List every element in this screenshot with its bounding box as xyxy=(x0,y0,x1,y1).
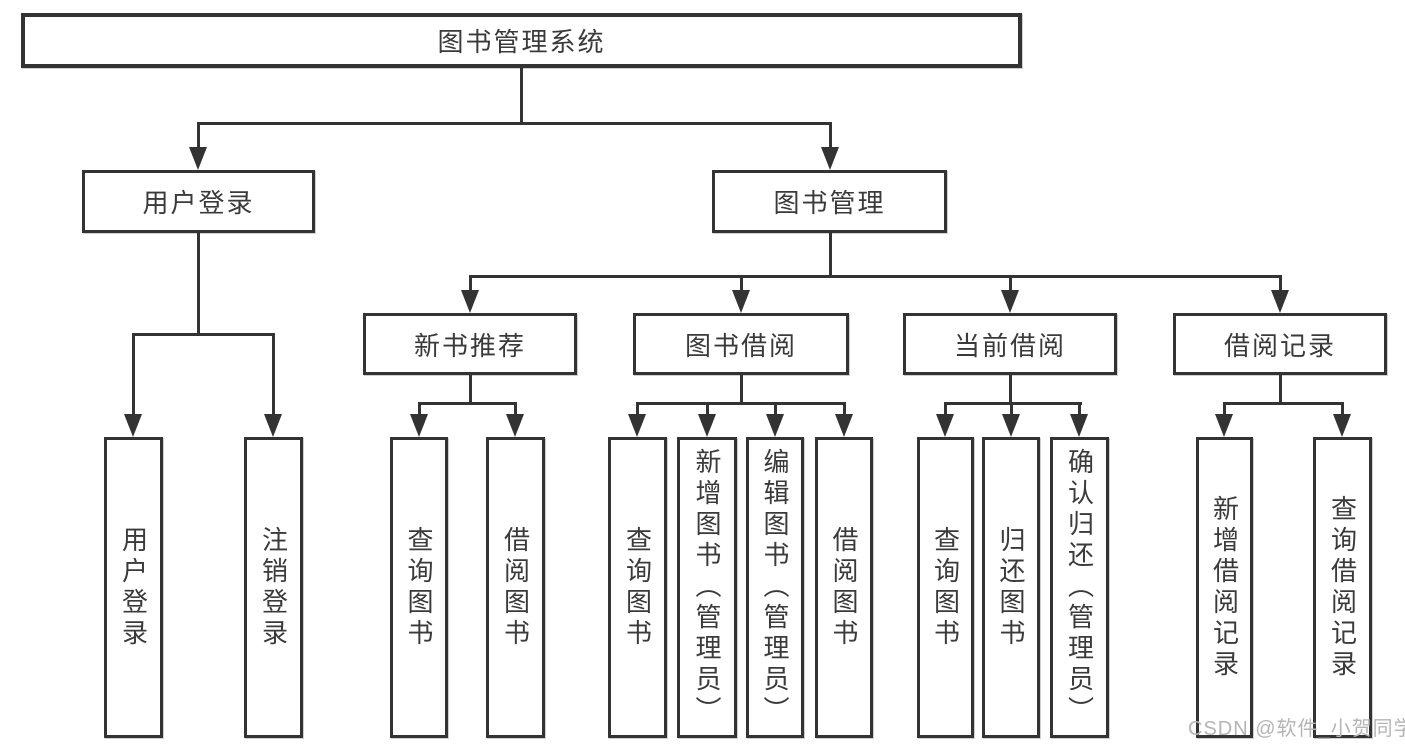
node-query-borrow-record: 查询借阅记录 xyxy=(1313,437,1372,738)
arrowhead-down-icon xyxy=(835,414,853,437)
node-query-book-borrow: 查询图书 xyxy=(608,437,667,738)
arrowhead-down-icon xyxy=(732,290,750,313)
node-user-login: 用户登录 xyxy=(82,170,315,233)
node-label: 查询借阅记录 xyxy=(1327,494,1358,681)
connector-line xyxy=(774,402,777,417)
node-label: 用户登录 xyxy=(142,188,255,218)
node-edit-book-admin: 编辑图书（管理员） xyxy=(746,437,804,738)
node-query-book-current: 查询图书 xyxy=(917,437,974,738)
connector-line xyxy=(520,68,523,125)
connector-line xyxy=(197,233,200,336)
node-label: 新书推荐 xyxy=(413,330,526,361)
arrowhead-down-icon xyxy=(698,414,716,437)
arrowhead-down-icon xyxy=(821,147,839,170)
node-label: 借阅记录 xyxy=(1223,330,1336,361)
connector-line xyxy=(1009,275,1012,293)
node-label: 用户登录 xyxy=(118,525,149,650)
node-borrow-records: 借阅记录 xyxy=(1173,313,1387,375)
node-label: 新增图书（管理员） xyxy=(692,448,722,727)
connector-line xyxy=(1341,402,1344,417)
node-label: 归还图书 xyxy=(996,525,1026,650)
node-label: 图书管理 xyxy=(773,188,886,218)
connector-line xyxy=(1078,402,1081,417)
connector-line xyxy=(469,275,472,293)
connector-line xyxy=(944,402,947,417)
arrowhead-down-icon xyxy=(264,414,282,437)
node-user-login-action: 用户登录 xyxy=(104,437,163,738)
connector-line xyxy=(1223,402,1226,417)
arrowhead-down-icon xyxy=(189,147,207,170)
node-label: 借阅图书 xyxy=(500,525,531,650)
node-new-book-recommend: 新书推荐 xyxy=(363,313,577,375)
arrowhead-down-icon xyxy=(1333,414,1351,437)
node-label: 新增借阅记录 xyxy=(1209,494,1240,681)
node-add-borrow-record: 新增借阅记录 xyxy=(1196,437,1253,738)
connector-line xyxy=(418,402,421,417)
arrowhead-down-icon xyxy=(124,414,142,437)
node-library-management-system: 图书管理系统 xyxy=(21,13,1022,68)
arrowhead-down-icon xyxy=(1001,290,1019,313)
node-label: 图书借阅 xyxy=(684,330,797,361)
connector-line xyxy=(740,375,743,405)
arrowhead-down-icon xyxy=(1271,290,1289,313)
node-borrow-book: 借阅图书 xyxy=(815,437,873,738)
node-label: 当前借阅 xyxy=(953,330,1066,361)
connector-line xyxy=(1279,375,1282,405)
node-query-book-recommend: 查询图书 xyxy=(390,437,448,738)
node-logout-action: 注销登录 xyxy=(244,437,303,738)
arrowhead-down-icon xyxy=(766,414,784,437)
connector-line xyxy=(514,402,517,417)
node-book-borrowing: 图书借阅 xyxy=(633,313,849,375)
node-return-book: 归还图书 xyxy=(982,437,1040,738)
connector-line xyxy=(944,402,1082,405)
arrowhead-down-icon xyxy=(1215,414,1233,437)
connector-line xyxy=(418,402,517,405)
arrowhead-down-icon xyxy=(410,414,428,437)
connector-line xyxy=(132,333,275,336)
connector-line xyxy=(636,402,846,405)
connector-line xyxy=(197,122,831,125)
connector-line xyxy=(132,333,135,417)
connector-line xyxy=(636,402,639,417)
connector-line xyxy=(1009,375,1012,405)
node-label: 查询图书 xyxy=(930,525,961,650)
node-label: 编辑图书（管理员） xyxy=(760,448,790,727)
connector-line xyxy=(706,402,709,417)
connector-line xyxy=(829,233,832,278)
node-label: 查询图书 xyxy=(622,525,653,650)
arrowhead-down-icon xyxy=(506,414,524,437)
node-label: 查询图书 xyxy=(404,525,434,650)
connector-line xyxy=(843,402,846,417)
csdn-watermark: CSDN @软件_小贺同学 xyxy=(1188,718,1405,740)
node-borrow-book-recommend: 借阅图书 xyxy=(486,437,545,738)
arrowhead-down-icon xyxy=(1070,414,1088,437)
node-confirm-return-admin: 确认归还（管理员） xyxy=(1050,437,1109,738)
arrowhead-down-icon xyxy=(936,414,954,437)
connector-line xyxy=(469,275,1282,278)
connector-line xyxy=(197,122,200,150)
arrowhead-down-icon xyxy=(461,290,479,313)
connector-line xyxy=(1279,275,1282,293)
connector-line xyxy=(1010,402,1013,417)
node-label: 确认归还（管理员） xyxy=(1064,448,1095,727)
arrowhead-down-icon xyxy=(628,414,646,437)
node-label: 注销登录 xyxy=(258,525,289,650)
connector-line xyxy=(272,333,275,417)
connector-line xyxy=(469,375,472,405)
connector-line xyxy=(740,275,743,293)
connector-line xyxy=(1223,402,1344,405)
node-current-borrowing: 当前借阅 xyxy=(903,313,1117,375)
node-label: 图书管理系统 xyxy=(437,27,606,57)
connector-line xyxy=(829,122,832,150)
arrowhead-down-icon xyxy=(1002,414,1020,437)
node-label: 借阅图书 xyxy=(829,525,859,650)
node-add-book-admin: 新增图书（管理员） xyxy=(677,437,737,738)
node-book-management: 图书管理 xyxy=(712,170,947,233)
